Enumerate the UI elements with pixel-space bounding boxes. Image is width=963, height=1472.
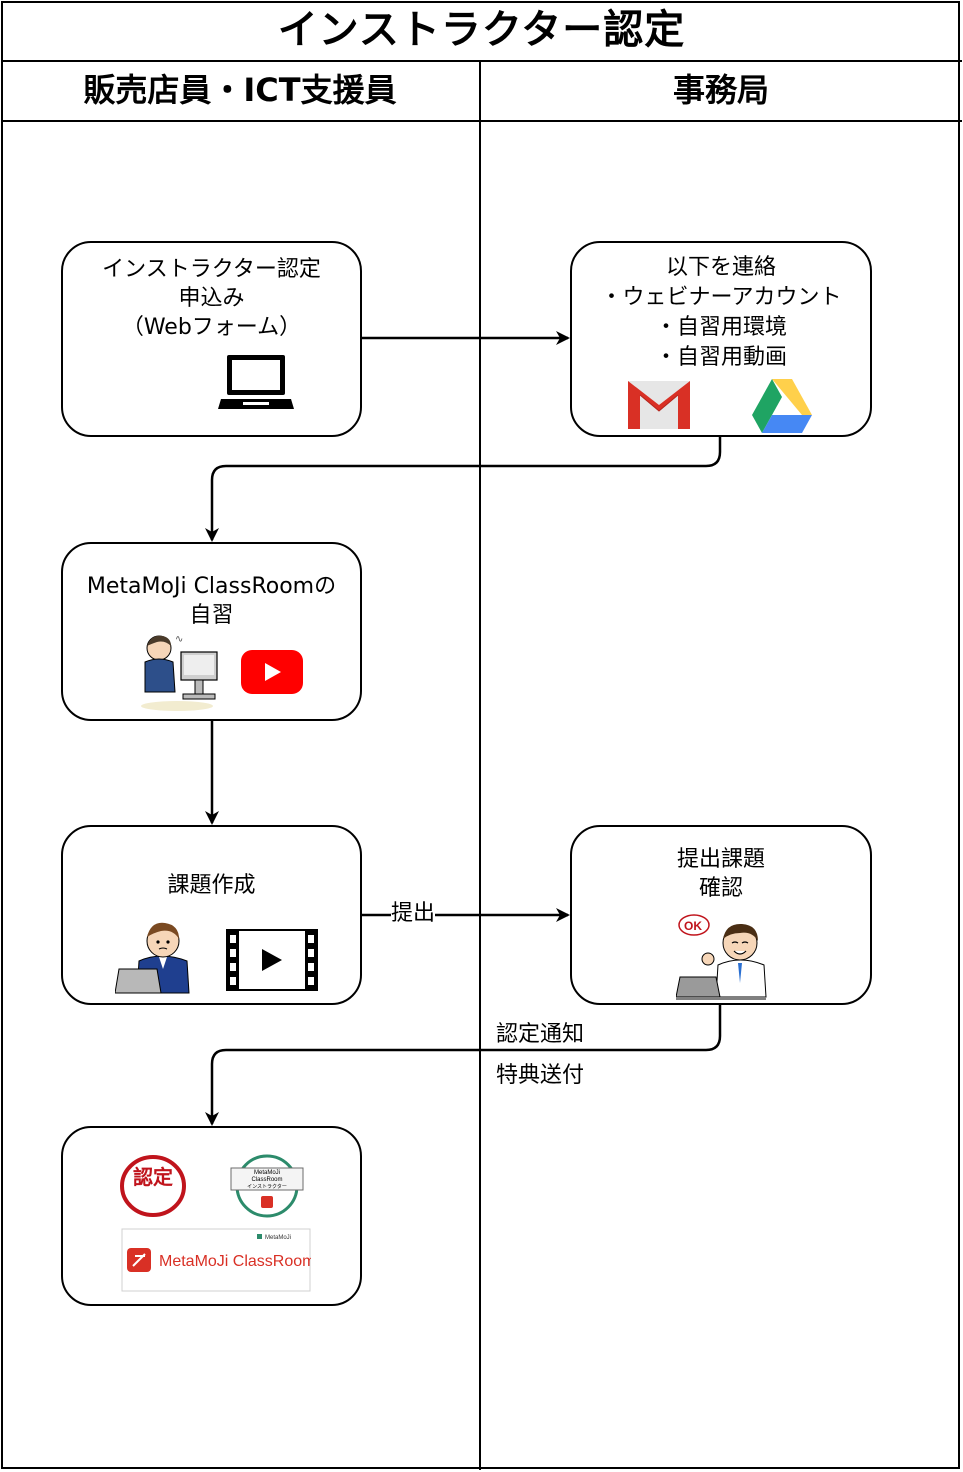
lane-divider <box>479 60 481 1470</box>
google-drive-icon <box>752 379 812 433</box>
lane-header-divider <box>1 120 962 122</box>
laptop-icon <box>218 355 294 409</box>
logo-text: MetaMoJi ClassRoom <box>159 1253 311 1270</box>
edge-label-benefit: 特典送付 <box>496 1063 585 1089</box>
stamp-label: 認定 <box>133 1165 173 1189</box>
lane-header-office: 事務局 <box>672 71 769 109</box>
logo-brand: MetaMoJi <box>265 1235 291 1241</box>
edge-review-to-certified <box>205 1005 722 1126</box>
edge-label-notify: 認定通知 <box>496 1022 585 1048</box>
nintei-stamp-icon: 認定 <box>120 1155 186 1217</box>
node-contact-text: 以下を連絡 ・ウェビナーアカウント ・自習用環境 ・自習用動画 <box>600 255 842 370</box>
node-review-text: 提出課題 確認 <box>676 847 765 901</box>
title-divider <box>1 60 962 62</box>
edge-contact-to-selfstudy <box>205 437 722 542</box>
node-review: 提出課題 確認 OK <box>570 825 872 1005</box>
instructor-badge-icon: MetaMoJi ClassRoom インストラクター <box>230 1154 304 1218</box>
classroom-logo-icon: MetaMoJi MetaMoJi ClassRoom <box>121 1228 311 1292</box>
node-assignment: 課題作成 <box>61 825 362 1005</box>
diagram-title: インストラクター認定 <box>277 7 686 53</box>
node-apply-text: インストラクター認定 申込み （Webフォーム） <box>102 257 321 340</box>
badge-line-3: インストラクター <box>247 1183 287 1190</box>
node-selfstudy: MetaMoJi ClassRoomの 自習 ∿ <box>61 542 362 721</box>
badge-line-1: MetaMoJi <box>254 1170 280 1176</box>
node-apply: インストラクター認定 申込み （Webフォーム） <box>61 241 362 437</box>
node-certified: 認定 MetaMoJi ClassRoom インストラクター MetaMoJi … <box>61 1126 362 1306</box>
video-file-icon <box>226 929 318 991</box>
lane-header-staff: 販売店員・ICT支援員 <box>83 71 397 109</box>
person-at-computer-icon: ∿ <box>141 634 218 711</box>
ok-person-icon: OK <box>676 914 767 1000</box>
svg-text:∿: ∿ <box>175 634 183 645</box>
edge-label-submit: 提出 <box>391 901 436 927</box>
node-selfstudy-text: MetaMoJi ClassRoomの 自習 <box>86 574 337 628</box>
svg-text:OK: OK <box>684 919 702 933</box>
gmail-icon <box>628 381 690 429</box>
node-contact: 以下を連絡 ・ウェビナーアカウント ・自習用環境 ・自習用動画 <box>570 241 872 437</box>
person-with-laptop-icon <box>115 922 190 994</box>
node-assignment-text: 課題作成 <box>167 873 256 898</box>
badge-line-2: ClassRoom <box>251 1177 282 1183</box>
youtube-icon <box>241 650 303 694</box>
